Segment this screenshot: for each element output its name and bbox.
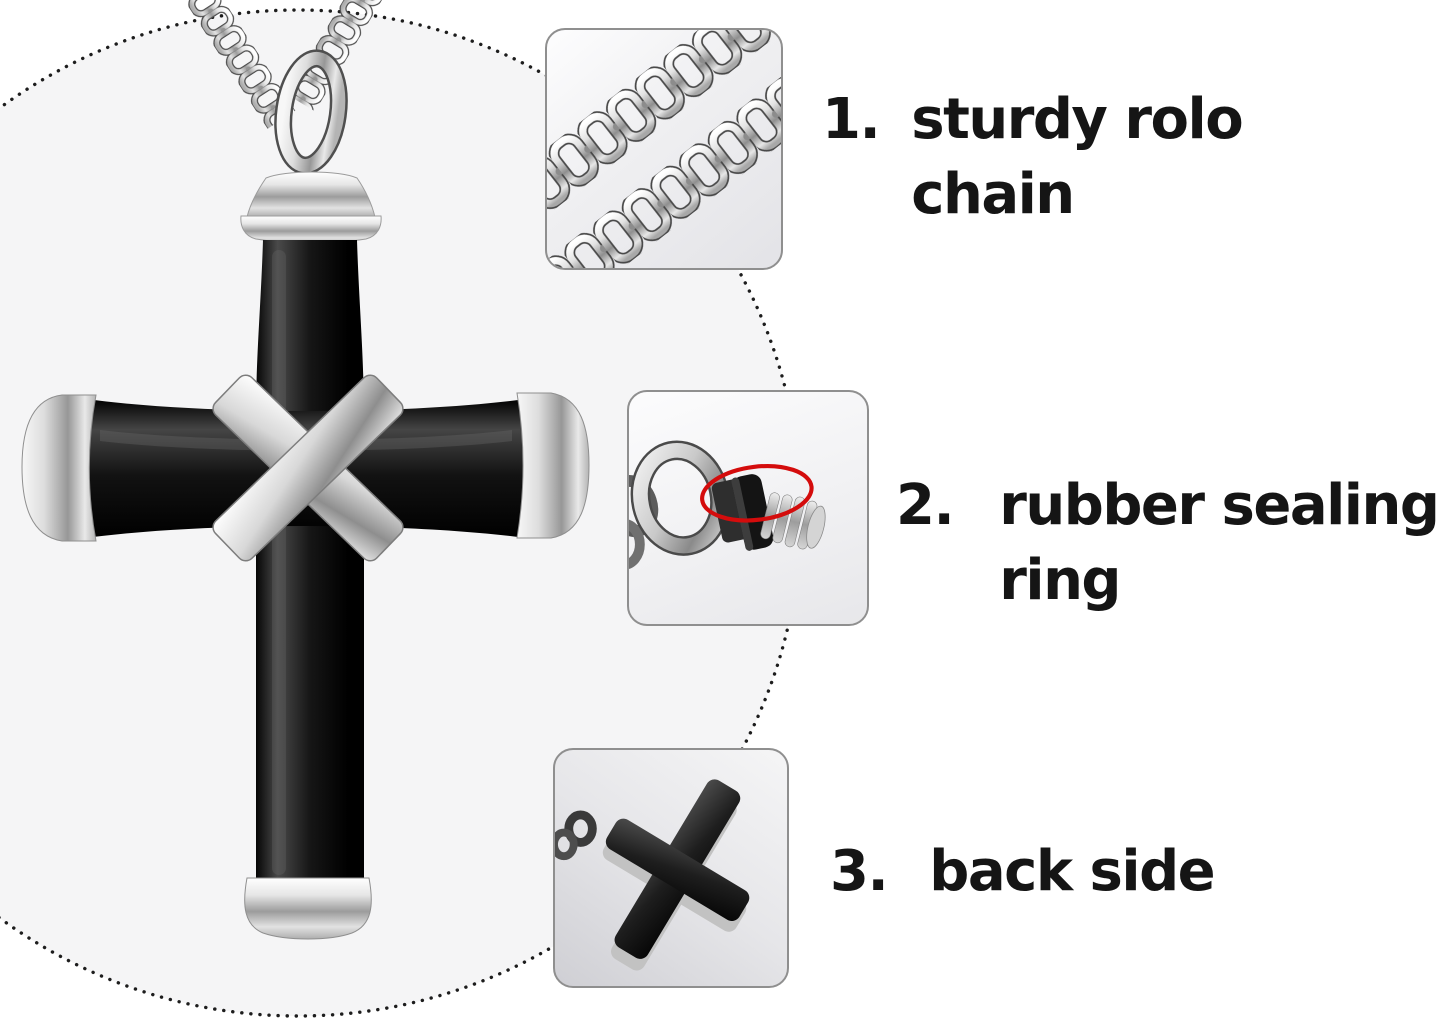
x-wrap [212, 374, 404, 562]
feature-label-3: 3. back side [830, 834, 1216, 909]
bail-ring [274, 49, 348, 175]
chain-link [555, 828, 578, 861]
rolo-chain-right-strand [286, 0, 400, 112]
vertical-bar-highlight [272, 250, 286, 875]
chain-link [564, 810, 597, 847]
feature-2-text-line1: rubber sealing [999, 473, 1440, 538]
feature-2-text-line2: ring [999, 548, 1121, 613]
feature-1-number: 1. [822, 87, 881, 152]
threaded-screw [760, 492, 826, 550]
chain-run-upper [547, 30, 781, 215]
feature-1-text-line1: sturdy rolo [911, 87, 1243, 152]
chain-fragment [629, 519, 645, 569]
feature-3-number: 3. [830, 839, 889, 904]
rolo-chain-inset [545, 28, 783, 270]
left-end-cap [21, 394, 97, 542]
feature-label-1: 1. sturdy rolo chain [822, 82, 1244, 232]
feature-2-number: 2. [896, 473, 955, 538]
bottom-cap [244, 877, 372, 940]
feature-label-2: 2. rubber sealing ring [896, 468, 1440, 618]
sealing-ring-inset [627, 390, 869, 626]
feature-3-text-line1: back side [929, 839, 1215, 904]
feature-1-text-line2: chain [911, 162, 1075, 227]
back-side-inset [553, 748, 789, 988]
rolo-chain-left-strand [172, 0, 296, 129]
cross-back-side [602, 779, 750, 971]
cross-vertical-bar [256, 240, 364, 882]
right-end-cap [516, 392, 590, 539]
top-cap [240, 171, 382, 244]
red-highlight-ellipse [700, 464, 814, 523]
chain-run-lower [547, 66, 781, 268]
